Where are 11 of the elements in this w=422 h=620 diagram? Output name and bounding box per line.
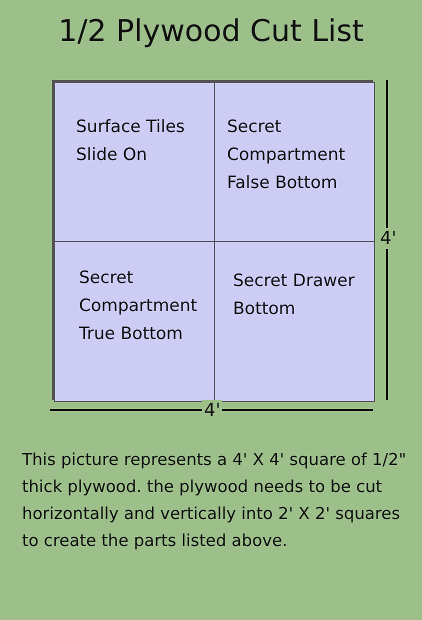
cut-piece [54,82,215,242]
cut-piece [214,82,375,242]
piece-label: Surface Tiles Slide On [76,116,186,167]
piece-label: Secret Drawer Bottom [233,270,356,321]
piece-label: Secret Compartment True Bottom [79,267,198,346]
plywood-sheet [52,80,373,400]
piece-label: Secret Compartment False Bottom [227,116,346,195]
cut-piece [214,241,375,402]
cut-piece [54,241,215,402]
caption: This picture represents a 4' X 4' square of 1/2" thick plywood. the plywood needs to be cut horizontally and vertically into 2' X 2' squares to create the parts listed above. [22,449,407,552]
title: 1/2 Plywood Cut List [57,14,365,49]
